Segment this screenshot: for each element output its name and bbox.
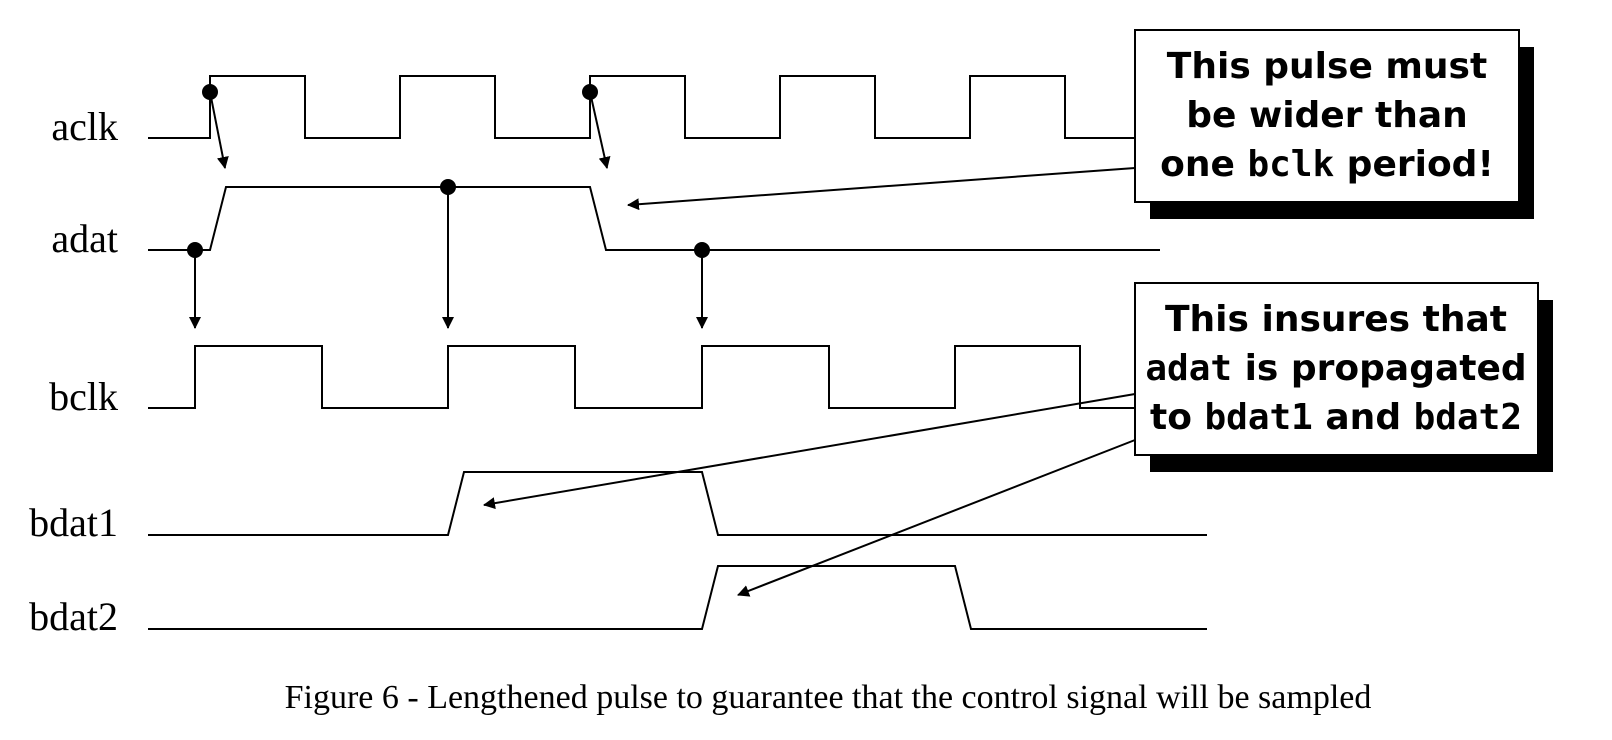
aclk-waveform xyxy=(148,75,1140,139)
sample-arrow-aclk-1 xyxy=(202,84,229,169)
bdat1-waveform xyxy=(148,471,1207,536)
adat-waveform xyxy=(148,186,1160,251)
callout2-line2: adat is propagated xyxy=(1145,348,1526,389)
sample-arrow-aclk-2 xyxy=(582,84,611,169)
callout2-line3: to bdat1 and bdat2 xyxy=(1150,397,1522,438)
signal-label-bdat1: bdat1 xyxy=(29,500,118,545)
signal-label-aclk: aclk xyxy=(51,104,118,149)
callout2-pointer-arrow-bdat1 xyxy=(483,393,1136,510)
callout1-line1: This pulse must xyxy=(1167,46,1487,87)
callout2-line1: This insures that xyxy=(1165,299,1507,340)
figure-caption: Figure 6 - Lengthened pulse to guarantee… xyxy=(285,679,1372,716)
signal-label-bclk: bclk xyxy=(49,374,118,419)
signal-label-adat: adat xyxy=(51,216,118,261)
callout2-pointer-arrow-bdat2 xyxy=(737,439,1136,597)
sample-arrow-adat-2 xyxy=(440,179,456,329)
sample-arrow-adat-3 xyxy=(694,242,710,329)
signal-label-bdat2: bdat2 xyxy=(29,594,118,639)
bclk-waveform xyxy=(148,345,1140,409)
callout-propagation: This insures that adat is propagated to … xyxy=(1134,282,1553,472)
sample-arrow-adat-1 xyxy=(187,242,203,329)
bdat2-waveform xyxy=(148,565,1207,630)
callout1-line3: one bclk period! xyxy=(1160,144,1494,185)
callout1-line2: be wider than xyxy=(1186,95,1468,136)
callout1-pointer-arrow xyxy=(627,167,1136,211)
callout-pulse-width: This pulse must be wider than one bclk p… xyxy=(1134,29,1534,219)
